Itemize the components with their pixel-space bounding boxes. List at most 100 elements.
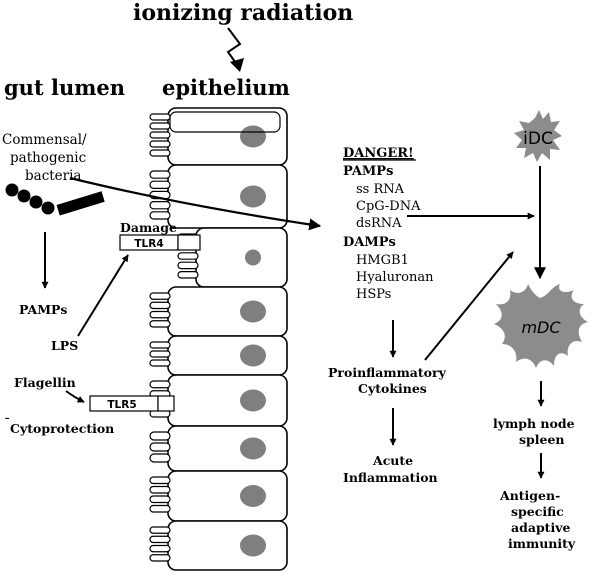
cell-nucleus xyxy=(240,185,266,208)
arrow-flagellin-to-tlr5 xyxy=(65,390,85,403)
epithelial-cell xyxy=(167,286,288,337)
microvillus xyxy=(149,201,171,210)
label-inflammation: Inflammation xyxy=(343,470,438,485)
microvillus xyxy=(149,341,171,349)
cell-nucleus xyxy=(240,485,266,507)
danger-item: HMGB1 xyxy=(356,253,409,268)
microvillus xyxy=(149,122,171,130)
label-immunity: immunity xyxy=(508,536,576,551)
microvillus xyxy=(149,170,171,179)
epithelial-cell xyxy=(195,227,288,288)
label-damage: Damage xyxy=(120,220,177,235)
microvillus xyxy=(149,476,171,485)
label-lps: LPS xyxy=(51,338,78,353)
label-idc: iDC xyxy=(523,129,553,149)
label-flagellin: Flagellin xyxy=(14,375,76,390)
microvillus xyxy=(149,453,171,463)
danger-item: HSPs xyxy=(356,287,391,302)
danger-damps-header: DAMPs xyxy=(343,235,396,250)
radiation-bolt-icon xyxy=(226,27,242,67)
mature-dendritic-cell-icon xyxy=(494,284,588,368)
microvillus xyxy=(149,149,171,157)
cell-nucleus xyxy=(240,389,266,412)
microvillus xyxy=(149,310,171,319)
epithelial-cell xyxy=(167,107,288,166)
label-cytokines: Cytokines xyxy=(358,381,427,396)
apical-cap xyxy=(169,111,281,133)
tlr4-receptor-tail xyxy=(177,234,201,251)
bacillus-rod-icon xyxy=(56,191,105,216)
microvillus xyxy=(149,180,171,189)
label-bacteria: bacteria xyxy=(25,168,82,184)
microvillus xyxy=(149,320,171,328)
heading-gut-lumen: gut lumen xyxy=(4,75,125,100)
microvillus xyxy=(149,301,171,310)
label-commensal: Commensal/ xyxy=(2,132,87,148)
label-cytoprotection: Cytoprotection xyxy=(10,421,114,436)
danger-item: dsRNA xyxy=(356,216,402,231)
label-pathogenic: pathogenic xyxy=(10,150,86,166)
danger-pamps-header: PAMPs xyxy=(343,164,393,179)
microvillus xyxy=(149,554,171,562)
bacteria-chain-icon xyxy=(5,183,55,215)
microvillus xyxy=(149,495,171,504)
microvillus xyxy=(149,442,171,452)
microvillus xyxy=(149,485,171,494)
cell-nucleus xyxy=(240,300,266,323)
arrow-lps-to-tlr4 xyxy=(77,254,129,337)
cell-nucleus xyxy=(240,437,266,460)
microvillus xyxy=(149,113,171,121)
label-adaptive: adaptive xyxy=(511,520,570,535)
label-lymph-node: lymph node xyxy=(493,416,575,431)
arrow-bacteria-through-epithelium xyxy=(69,176,322,231)
epithelial-cell xyxy=(167,470,288,522)
microvillus xyxy=(149,380,171,389)
epithelial-cell xyxy=(167,335,288,376)
microvillus xyxy=(149,526,171,534)
heading-epithelium: epithelium xyxy=(162,75,290,100)
microvillus xyxy=(177,271,199,279)
radiation-bolt-arrowhead xyxy=(230,58,244,72)
danger-item: ss RNA xyxy=(356,182,405,197)
epithelium-cell-column xyxy=(149,107,288,571)
microvillus xyxy=(149,140,171,148)
danger-pamps-list: ss RNA CpG-DNA dsRNA xyxy=(356,182,421,231)
danger-item: Hyaluronan xyxy=(356,270,434,285)
epithelial-cell xyxy=(167,520,288,571)
microvillus xyxy=(177,252,199,260)
arrow-cytokines-to-dc xyxy=(424,251,514,361)
immature-dendritic-cell-icon xyxy=(514,110,562,162)
microvillus xyxy=(149,431,171,441)
danger-item: CpG-DNA xyxy=(356,199,421,214)
microvillus xyxy=(177,261,199,270)
tlr5-label: TLR5 xyxy=(107,399,136,411)
microvillus xyxy=(149,535,171,544)
microvillus xyxy=(149,292,171,300)
label-proinflammatory: Proinflammatory xyxy=(328,365,447,380)
microvillus xyxy=(149,359,171,367)
cell-nucleus xyxy=(240,125,266,148)
label-pamps-left: PAMPs xyxy=(19,302,67,317)
tlr5-receptor-tail xyxy=(157,395,175,412)
label-spleen: spleen xyxy=(519,432,565,447)
danger-title: DANGER! xyxy=(343,146,414,161)
cell-nucleus xyxy=(245,249,261,266)
epithelial-cell xyxy=(167,374,288,427)
cytoprotection-mark: ¯ xyxy=(4,415,10,430)
label-mdc: mDC xyxy=(521,318,561,337)
microvillus xyxy=(149,131,171,139)
microvillus xyxy=(149,544,171,553)
microvillus xyxy=(149,350,171,358)
label-antigen: Antigen- xyxy=(499,488,560,503)
microvillus xyxy=(149,504,171,513)
tlr4-label: TLR4 xyxy=(134,238,163,250)
cell-nucleus xyxy=(240,344,266,367)
microvillus xyxy=(149,211,171,220)
epithelial-cell xyxy=(167,425,288,472)
label-specific: specific xyxy=(511,504,564,519)
label-acute: Acute xyxy=(372,453,413,468)
cell-nucleus xyxy=(240,534,266,557)
